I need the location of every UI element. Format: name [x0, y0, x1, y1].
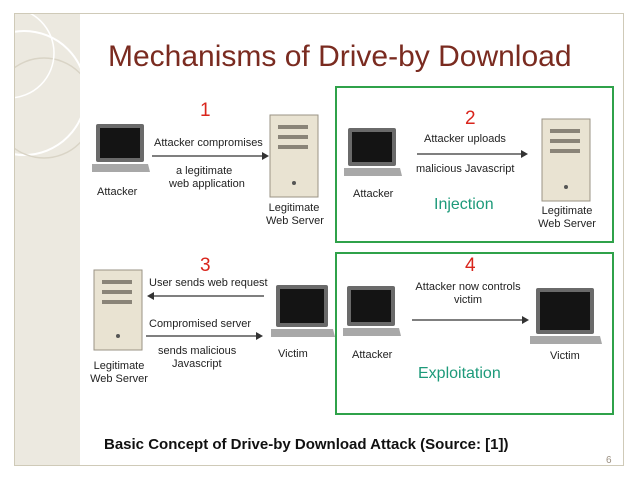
attacker-label: Attacker	[353, 188, 394, 200]
arrow-right-icon	[146, 332, 263, 340]
stage-label-injection: Injection	[434, 196, 494, 213]
exploitation-box	[335, 252, 614, 415]
victim-laptop-icon	[271, 285, 335, 337]
attacker-laptop-icon	[343, 286, 401, 336]
figure-caption: Basic Concept of Drive-by Download Attac…	[104, 436, 509, 453]
step-number-1: 1	[200, 100, 211, 121]
victim-laptop-icon	[530, 288, 602, 344]
attacker-laptop-icon	[344, 128, 402, 176]
victim-label: Victim	[550, 350, 580, 362]
server-label-1: Legitimate	[541, 205, 593, 217]
slide-title: Mechanisms of Drive-by Download	[108, 40, 572, 73]
arrow-text-bottom-3: Javascript	[172, 358, 222, 370]
arrow-text-1: Attacker compromises	[154, 137, 263, 149]
page-number: 6	[606, 455, 612, 466]
attacker-laptop-icon	[92, 124, 150, 172]
server-label-1: Legitimate	[268, 202, 320, 214]
arrow-text-top: User sends web request	[149, 277, 268, 289]
arrow-right-icon	[152, 152, 269, 160]
server-label-2: Web Server	[266, 215, 324, 227]
arrow-text-2: a legitimate	[176, 165, 233, 177]
arrow-right-icon	[412, 316, 529, 324]
arrow-text-1: Attacker now controls	[415, 281, 521, 293]
step-number-2: 2	[465, 108, 476, 129]
arrow-text-bottom-2: sends malicious	[158, 345, 237, 357]
web-server-icon	[541, 118, 591, 202]
attacker-label: Attacker	[352, 349, 393, 361]
arrow-text-3: web application	[169, 178, 245, 190]
arrow-left-icon	[147, 292, 264, 300]
step-number-3: 3	[200, 255, 211, 276]
web-server-icon	[269, 114, 319, 198]
stage-label-exploitation: Exploitation	[418, 365, 501, 382]
decorative-sidebar	[0, 7, 95, 466]
injection-box	[335, 86, 614, 243]
arrow-text-1: Attacker uploads	[424, 133, 506, 145]
arrow-text-2: victim	[453, 294, 483, 306]
victim-label: Victim	[278, 348, 308, 360]
server-label-2: Web Server	[538, 218, 596, 230]
server-label-1: Legitimate	[93, 360, 145, 372]
attacker-label: Attacker	[97, 186, 138, 198]
step-number-4: 4	[465, 255, 476, 276]
arrow-text-2: malicious Javascript	[416, 163, 515, 175]
arrow-text-bottom-1: Compromised server	[149, 318, 252, 330]
slide-frame	[14, 13, 624, 466]
web-server-icon	[93, 269, 143, 351]
server-label-2: Web Server	[90, 373, 148, 385]
arrow-right-icon	[417, 150, 528, 158]
